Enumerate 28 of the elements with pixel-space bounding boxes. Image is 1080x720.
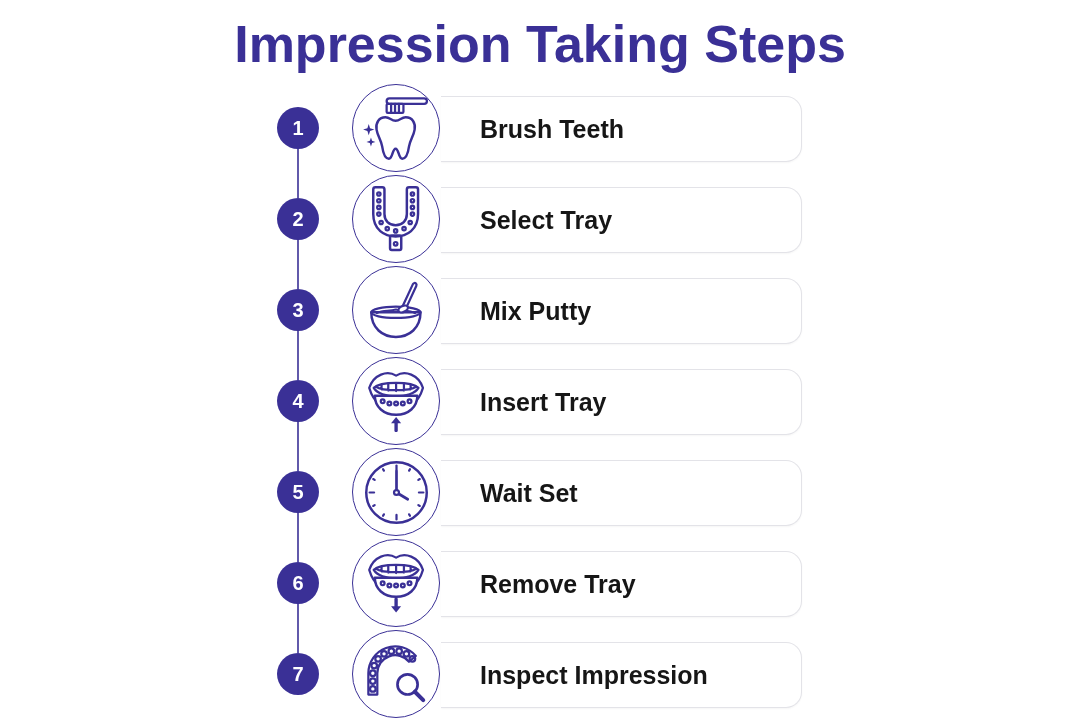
step-label: Brush Teeth xyxy=(480,114,624,144)
step-card xyxy=(441,278,802,344)
step-label: Wait Set xyxy=(480,478,578,508)
step-label: Select Tray xyxy=(480,205,613,235)
step-number-badge: 2 xyxy=(277,198,319,240)
step-card xyxy=(441,460,802,526)
step-number-badge: 1 xyxy=(277,107,319,149)
step-number-badge: 4 xyxy=(277,380,319,422)
step-number-badge: 3 xyxy=(277,289,319,331)
step-card xyxy=(441,369,802,435)
connector-line xyxy=(297,421,299,472)
step-card xyxy=(441,96,802,162)
connector-line xyxy=(297,239,299,290)
step-label: Insert Tray xyxy=(480,387,607,417)
step-label: Inspect Impression xyxy=(480,660,708,690)
connector-line xyxy=(297,330,299,381)
connector-line xyxy=(297,603,299,654)
step-label: Remove Tray xyxy=(480,569,636,599)
step-card xyxy=(441,642,802,708)
step-card xyxy=(441,187,802,253)
connector-line xyxy=(297,512,299,563)
step-card xyxy=(441,551,802,617)
step-number-badge: 5 xyxy=(277,471,319,513)
step-label: Mix Putty xyxy=(480,296,592,326)
title: Impression Taking Steps xyxy=(234,16,846,73)
step-number-badge: 6 xyxy=(277,562,319,604)
connector-line xyxy=(297,148,299,199)
step-number-badge: 7 xyxy=(277,653,319,695)
